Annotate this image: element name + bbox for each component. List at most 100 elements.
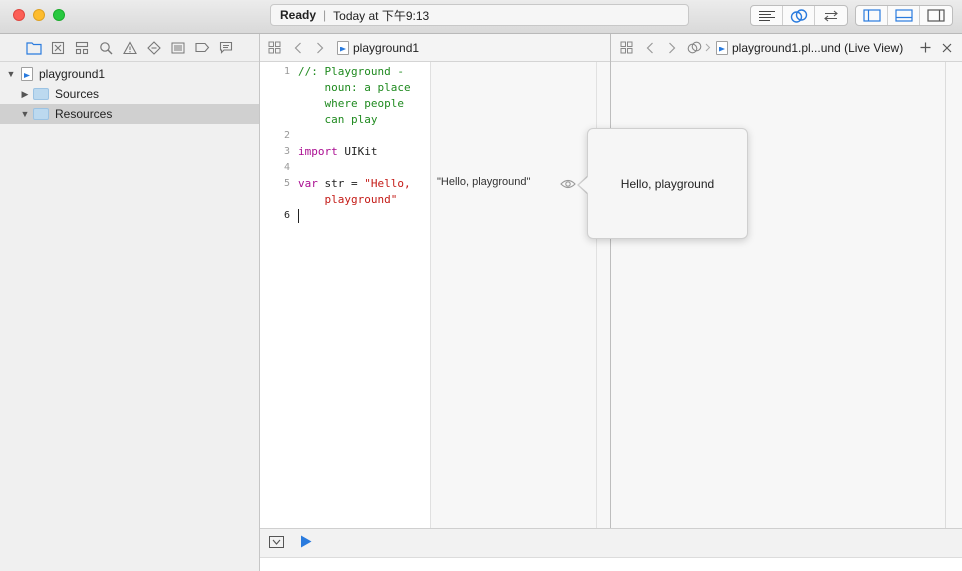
version-editor-icon: [824, 10, 838, 21]
disclosure-expanded-icon[interactable]: ▼: [6, 69, 16, 79]
assistant-file-name[interactable]: playground1.pl...und (Live View): [732, 40, 904, 55]
line-number: 1: [283, 66, 290, 77]
breakpoint-icon: [194, 42, 209, 53]
playground-file-icon: [21, 67, 33, 81]
forward-button[interactable]: [663, 39, 681, 57]
code-comment: where people: [298, 97, 404, 110]
playground-file-icon: [337, 40, 349, 55]
jump-bar-file-name[interactable]: playground1: [353, 40, 420, 55]
line-number: 5: [283, 178, 290, 189]
forward-button[interactable]: [311, 39, 329, 57]
tree-item-playground1[interactable]: ▼ playground1: [0, 64, 259, 84]
debug-icon: [171, 42, 185, 53]
code-var-line: var str = "Hello,: [298, 176, 411, 192]
related-items-icon: [268, 41, 280, 54]
code-string: playground": [298, 193, 398, 206]
close-editor-button[interactable]: [938, 39, 956, 57]
chevron-left-icon: [646, 42, 653, 53]
minimize-window-button[interactable]: [33, 9, 45, 21]
zoom-window-button[interactable]: [53, 9, 65, 21]
standard-editor-icon: [758, 10, 775, 21]
popover-arrow-fill: [579, 176, 589, 194]
title-bar: Ready | Today at 下午9:13: [0, 0, 962, 34]
line-number: 2: [283, 130, 290, 141]
project-navigator-tab[interactable]: [25, 39, 43, 57]
related-items-icon: [620, 41, 632, 54]
back-button[interactable]: [641, 39, 659, 57]
source-editor[interactable]: //: Playground - noun: a place where peo…: [296, 62, 430, 528]
folder-icon: [33, 108, 49, 120]
navigator-toggle-button[interactable]: [856, 6, 888, 25]
chevron-right-icon: [317, 42, 324, 53]
disclosure-collapsed-icon[interactable]: ▶: [21, 88, 29, 99]
debug-area-toggle-button[interactable]: [888, 6, 920, 25]
assistant-editor-button[interactable]: [783, 6, 815, 25]
activity-viewer: Ready | Today at 下午9:13: [270, 4, 689, 26]
play-icon: [301, 535, 312, 548]
report-icon: [219, 41, 233, 54]
result-value[interactable]: "Hello, playground": [437, 176, 531, 188]
project-navigator-icon: [26, 41, 42, 55]
hierarchy-icon: [75, 41, 89, 54]
hierarchy-navigator-tab[interactable]: [73, 39, 91, 57]
code-identifier: UIKit: [344, 145, 378, 158]
disclosure-expanded-icon[interactable]: ▼: [20, 109, 30, 119]
navigator-selector-bar: [0, 34, 259, 62]
standard-editor-button[interactable]: [751, 6, 783, 25]
related-items-button[interactable]: [617, 39, 635, 57]
related-items-button[interactable]: [265, 39, 283, 57]
folder-icon: [33, 88, 49, 100]
project-navigator: ▼ playground1 ▶ Sources ▼ Resources: [0, 34, 260, 571]
line-number-current: 6: [283, 210, 290, 221]
find-navigator-tab[interactable]: [97, 39, 115, 57]
code-import-line: import UIKit: [298, 144, 378, 160]
code-keyword: var: [298, 177, 318, 190]
text-cursor: [298, 209, 299, 223]
hide-debug-area-button[interactable]: [269, 535, 284, 551]
issue-icon: [123, 40, 137, 54]
line-number: 3: [283, 146, 290, 157]
test-icon: [147, 40, 161, 55]
tree-item-sources[interactable]: ▶ Sources: [0, 84, 259, 104]
console-area[interactable]: [260, 558, 962, 571]
run-playground-button[interactable]: [300, 535, 312, 551]
popover-text: Hello, playground: [620, 176, 715, 191]
issue-navigator-tab[interactable]: [121, 39, 139, 57]
live-view-edge: [945, 62, 946, 528]
assistant-mode-button[interactable]: [685, 39, 703, 57]
line-number: 4: [283, 162, 290, 173]
code-string: "Hello,: [364, 177, 411, 190]
symbol-navigator-tab[interactable]: [49, 39, 67, 57]
activity-separator: |: [323, 8, 327, 22]
version-editor-button[interactable]: [815, 6, 847, 25]
add-editor-button[interactable]: [916, 39, 934, 57]
debug-bar: [260, 528, 962, 558]
back-button[interactable]: [289, 39, 307, 57]
code-keyword: import: [298, 145, 338, 158]
report-navigator-tab[interactable]: [217, 39, 235, 57]
close-window-button[interactable]: [13, 9, 25, 21]
editor-mode-group: [750, 5, 848, 26]
code-comment: noun: a place: [298, 81, 411, 94]
tree-item-resources[interactable]: ▼ Resources: [0, 104, 259, 124]
line-number-gutter: 1 2 3 4 5 6: [260, 62, 296, 528]
symbol-navigator-icon: [51, 41, 65, 54]
utilities-toggle-button[interactable]: [920, 6, 952, 25]
tree-item-label: playground1: [39, 67, 106, 81]
find-icon: [100, 41, 113, 54]
tree-item-label: Sources: [55, 87, 100, 101]
chevron-right-icon: [669, 42, 676, 53]
debug-navigator-tab[interactable]: [169, 39, 187, 57]
test-navigator-tab[interactable]: [145, 39, 163, 57]
activity-time: Today at 下午9:13: [333, 8, 430, 23]
breakpoint-navigator-tab[interactable]: [193, 39, 211, 57]
editor-split-divider[interactable]: [610, 34, 611, 528]
plus-icon: [920, 42, 930, 53]
chevron-left-icon: [294, 42, 301, 53]
quick-look-eye-icon[interactable]: [560, 178, 576, 190]
code-identifier: str =: [324, 177, 365, 190]
close-icon: [942, 43, 952, 52]
view-toggle-group: [855, 5, 953, 26]
project-tree: ▼ playground1 ▶ Sources ▼ Resources: [0, 62, 259, 124]
